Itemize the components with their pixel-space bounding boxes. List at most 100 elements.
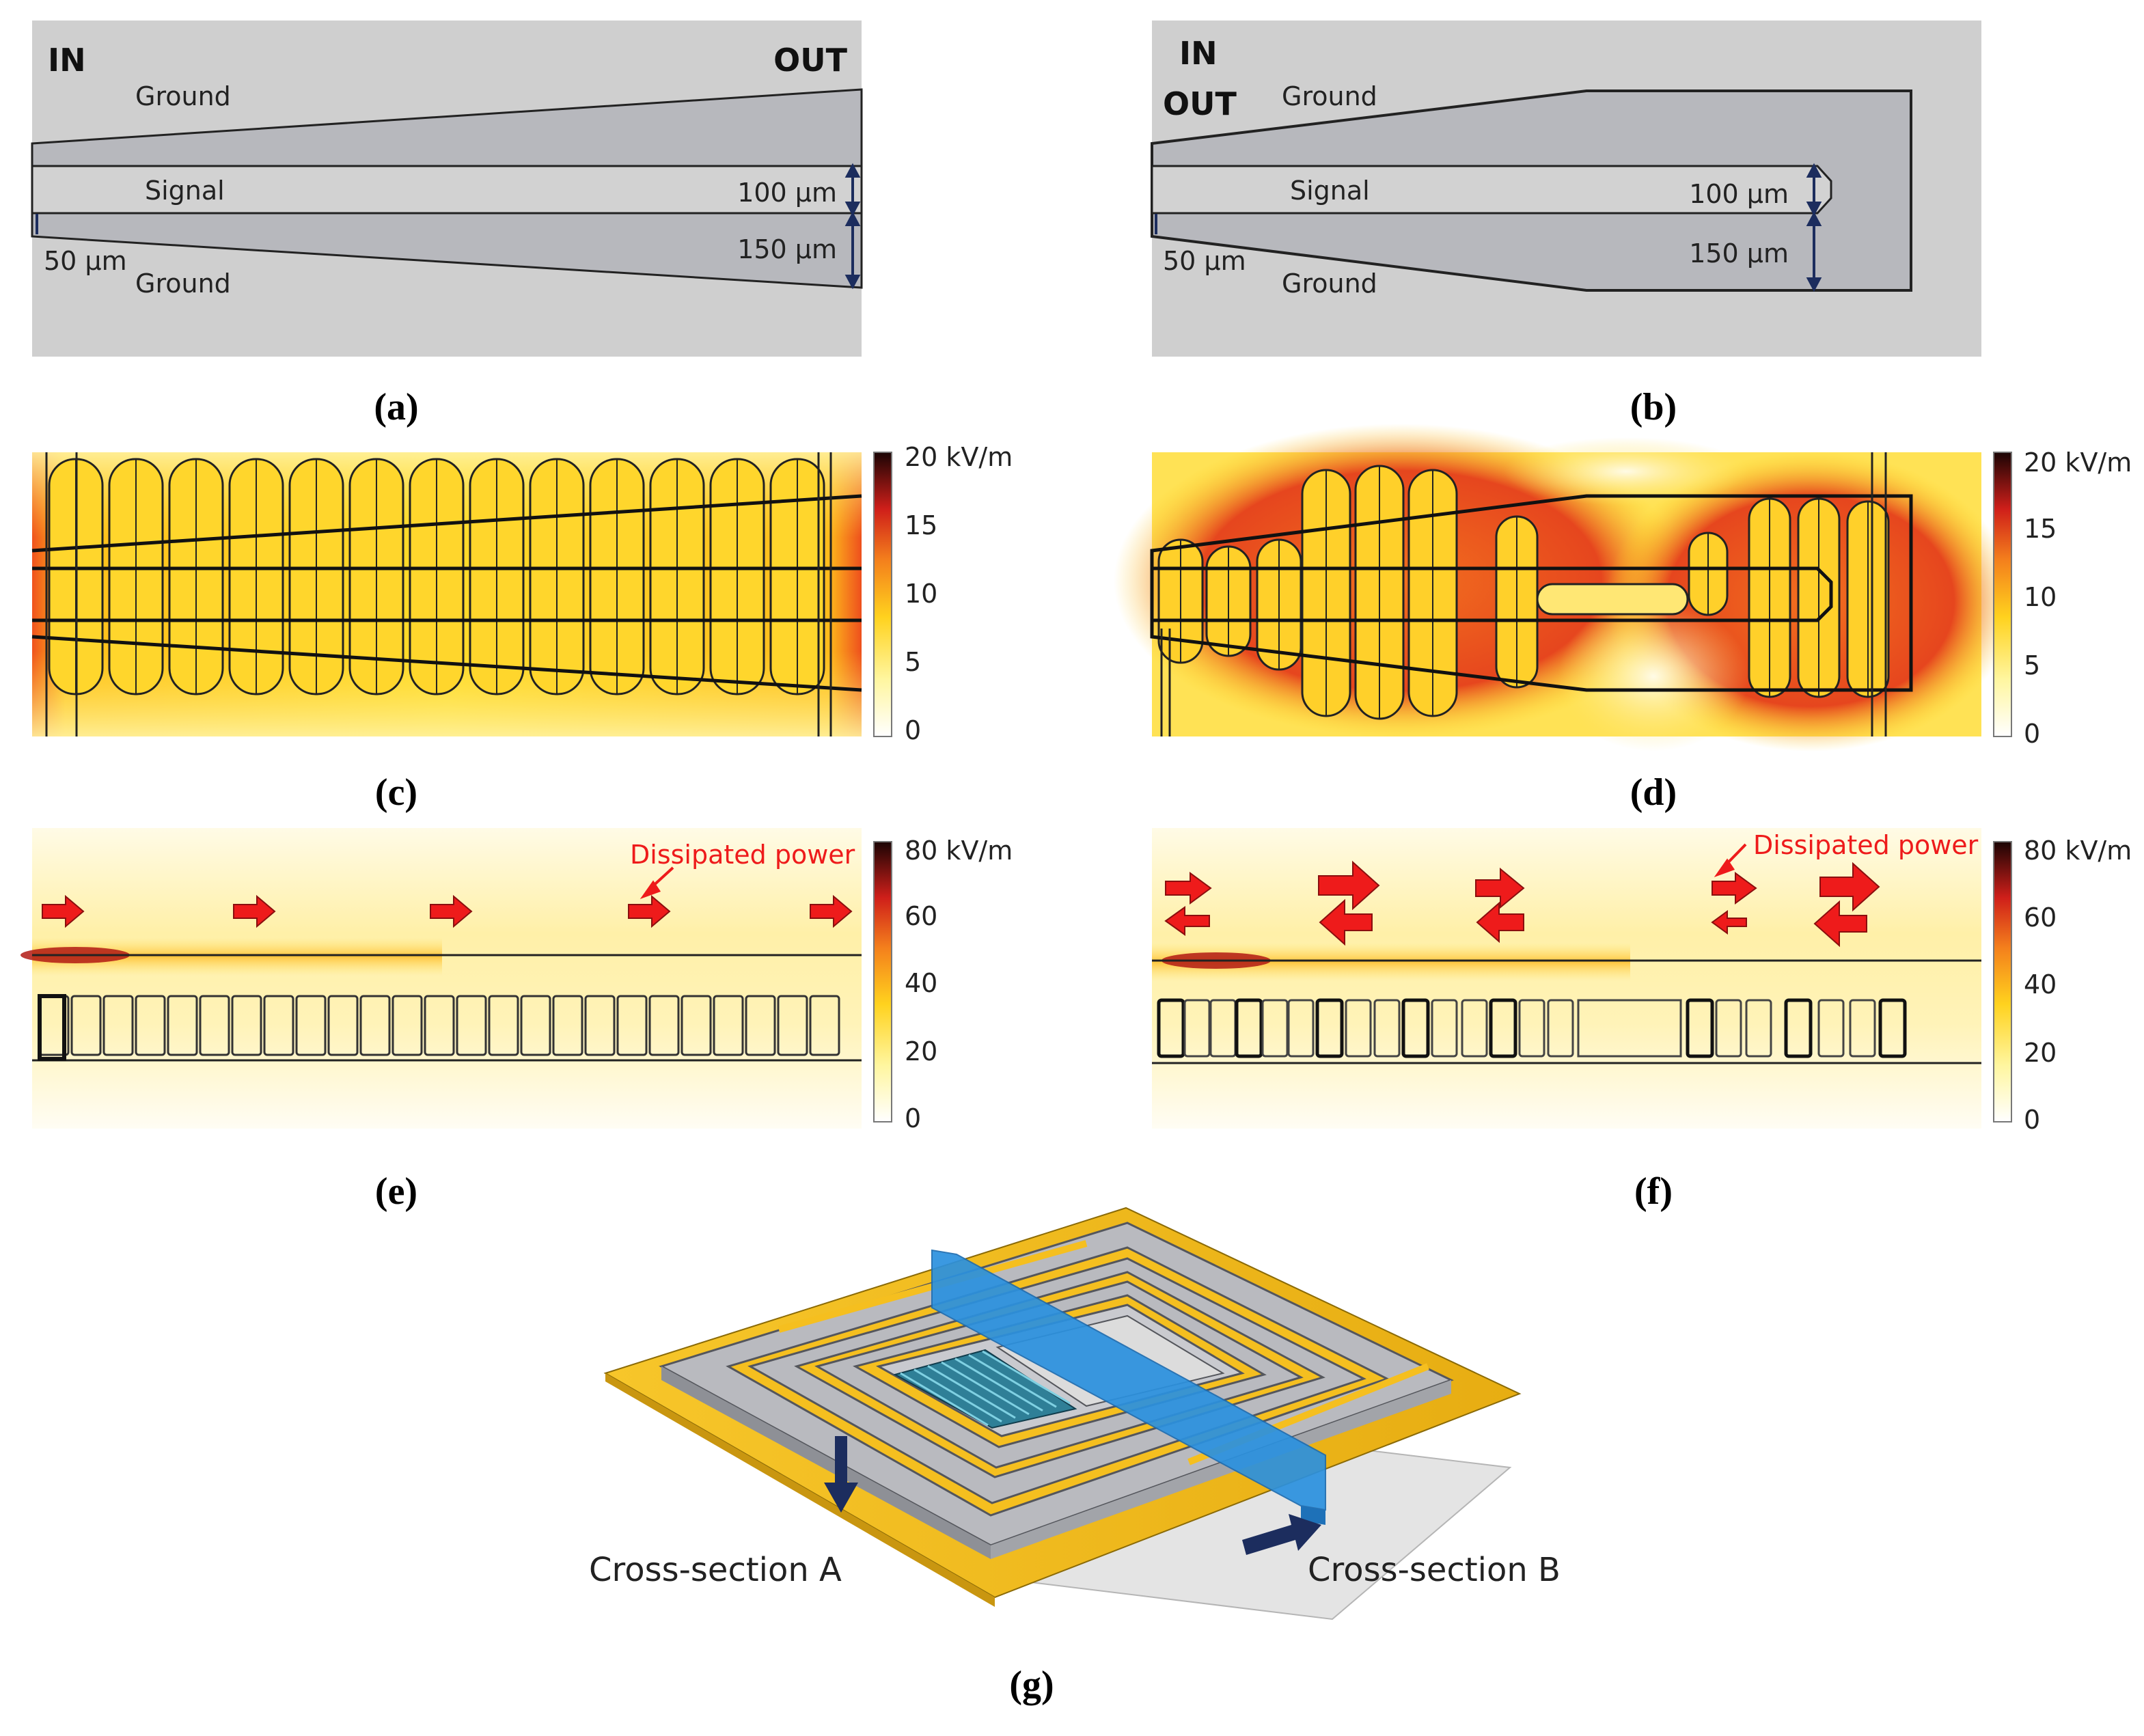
panel-f-coil-cell [1287, 999, 1315, 1058]
panel-e-colorbar-max-label: 80 kV/m [905, 836, 1013, 866]
panel-f-coil-cell [1401, 998, 1430, 1058]
panel-a-label: (a) [374, 386, 418, 428]
panel-b-ground-bottom-label: Ground [1282, 268, 1377, 299]
panel-a-ground-bottom-label: Ground [135, 268, 231, 299]
panel-d-colorbar-tick-15: 15 [2024, 514, 2057, 544]
panel-c-label: (c) [375, 771, 417, 814]
panel-f-coil-cell [1261, 999, 1289, 1058]
panel-d-bridge-segment [1536, 583, 1689, 616]
panel-b-gap-label: 50 µm [1163, 246, 1246, 276]
panel-e-coil-cell [713, 995, 744, 1056]
panel-e-power-arrow [42, 894, 85, 928]
panel-f-coil-cell [1157, 998, 1185, 1058]
panel-e-coil-cell [424, 995, 455, 1056]
panel-d-trace-outlines [1150, 494, 1913, 692]
panel-d-colorbar: 20 kV/m 15 10 5 0 [1993, 447, 2132, 749]
panel-e-coil-cell [359, 995, 391, 1056]
panel-e-coil-cell [263, 995, 294, 1056]
panel-b-in-label: IN [1179, 35, 1218, 72]
panel-d-cool-region [1558, 601, 1749, 752]
panel-a-ground-top-label: Ground [135, 81, 231, 111]
panel-f-power-arrows [1164, 860, 1880, 948]
panel-g-electrode-stripe [968, 1354, 1057, 1408]
panel-f-power-arrow-forward [1318, 860, 1380, 911]
panel-a-dimension-lines [36, 163, 861, 290]
panel-e-colorbar-tick-0: 0 [905, 1103, 921, 1133]
panel-f-coil-cell [1373, 999, 1401, 1058]
panel-e-coil-cell [295, 995, 327, 1056]
panel-g-device-3d [603, 1207, 1522, 1621]
panel-f-coil-cell [1235, 998, 1263, 1058]
panel-f-coil-cell [1849, 999, 1876, 1058]
panel-b-signal-width-label: 100 µm [1689, 179, 1789, 209]
panel-a-signal-width-label: 100 µm [737, 178, 837, 208]
panel-f-power-arrow-forward [1475, 867, 1525, 909]
panel-f-coil-cell [1817, 999, 1845, 1058]
panel-b-signal-line [1151, 165, 1832, 215]
panel-f-coil-cell [1183, 999, 1211, 1058]
panel-e-coil-cell [584, 995, 616, 1056]
panel-e-colorbar-tick-60: 60 [905, 901, 937, 931]
panel-e: Dissipated power 80 kV/m 60 40 20 0 (e) [20, 828, 1013, 1213]
panel-g-electrode-stripe [900, 1372, 989, 1427]
panel-f-colorbar-tick-0: 0 [2024, 1105, 2040, 1135]
panel-e-power-arrow [430, 894, 473, 928]
panel-b-dimension-lines [1155, 163, 1822, 292]
panel-e-coil-cross-section [38, 994, 840, 1061]
panel-d-colorbar-tick-0: 0 [2024, 719, 2040, 749]
panel-e-dissipated-power-label: Dissipated power [630, 840, 855, 870]
panel-g-electrode-stripe [982, 1350, 1071, 1405]
panel-f-power-arrow-reflected [1476, 901, 1524, 943]
panel-g-label: (g) [1009, 1664, 1054, 1706]
panel-a-ground-bottom-trace [31, 212, 863, 289]
panel-d-colorbar-tick-5: 5 [2024, 650, 2040, 680]
panel-e-coil-cell [777, 995, 808, 1056]
panel-c-trace-outlines [31, 494, 862, 692]
panel-c-colorbar-gradient [873, 452, 892, 737]
panel-e-coil-cell [488, 995, 519, 1056]
panel-a-signal-line [31, 165, 863, 215]
panel-e-coil-cell [391, 995, 423, 1056]
panel-e-field-map [32, 828, 862, 1129]
panel-g: Cross-section A Cross-section B (g) [589, 1207, 1561, 1706]
panel-f-colorbar-tick-60: 60 [2024, 903, 2057, 933]
panel-f-power-arrow-reflected [1319, 898, 1373, 946]
panel-e-power-arrow [810, 894, 853, 928]
panel-g-ground-plane-edge-right [991, 1380, 1451, 1559]
panel-f-coil-cell [1745, 999, 1772, 1058]
panel-a-in-label: IN [48, 42, 86, 79]
panel-g-electrode-lines [900, 1350, 1071, 1427]
panel-f-colorbar: 80 kV/m 60 40 20 0 [1993, 836, 2132, 1135]
panel-g-section-b-arrow [1242, 1514, 1321, 1555]
panel-b: IN OUT Ground Signal Ground 100 µm 150 µ… [1151, 20, 1981, 428]
panel-c-colorbar-tick-5: 5 [905, 647, 921, 677]
panel-f-colorbar-max-label: 80 kV/m [2024, 836, 2132, 866]
panel-f-coil-cell [1461, 999, 1488, 1058]
panel-f: Dissipated power 80 kV/m 60 40 20 0 (f) [1152, 828, 2132, 1213]
panel-f-coil-cell [1489, 998, 1517, 1058]
panel-f-power-arrow-forward [1712, 872, 1757, 905]
panel-f-coil-cell [1686, 998, 1714, 1058]
panel-e-coil-cell [135, 995, 166, 1056]
panel-f-coil-cell [1715, 999, 1742, 1058]
panel-f-dissipated-power-label: Dissipated power [1753, 830, 1979, 860]
panel-d-feed-lines [1160, 452, 1887, 736]
panel-e-coil-cell [102, 995, 134, 1056]
panel-e-label: (e) [375, 1170, 417, 1213]
panel-a: IN OUT Ground Signal Ground 100 µm 150 µ… [31, 20, 863, 428]
panel-g-electrode-stripe [954, 1358, 1043, 1411]
panel-e-colorbar-tick-20: 20 [905, 1036, 937, 1066]
panel-g-electrode-stripe [927, 1365, 1016, 1419]
panel-f-colorbar-tick-20: 20 [2024, 1038, 2057, 1068]
panel-c-colorbar: 20 kV/m 15 10 5 0 [873, 442, 1013, 745]
panel-c: 20 kV/m 15 10 5 0 (c) [31, 442, 1013, 814]
panel-f-power-arrow-reflected [1813, 900, 1867, 948]
panel-e-colorbar-gradient [873, 841, 892, 1122]
panel-b-ground-top-label: Ground [1282, 81, 1377, 111]
panel-e-coil-cell [648, 995, 680, 1056]
panel-a-ground-width-label: 150 µm [737, 234, 837, 264]
panel-e-coil-cell [199, 995, 230, 1056]
panel-f-annotation-pointer [1714, 843, 1747, 878]
panel-g-section-b-label: Cross-section B [1308, 1551, 1561, 1589]
panel-f-coil-cross-section [1157, 998, 1907, 1058]
